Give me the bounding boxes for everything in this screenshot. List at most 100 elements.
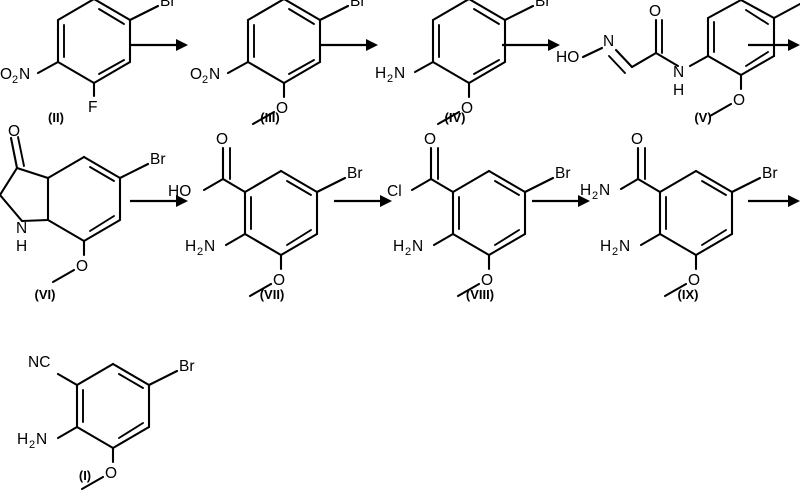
atom-label-carbonyl-oxygen: O [649, 3, 661, 20]
svg-text:H: H [600, 238, 611, 255]
svg-text:N: N [412, 238, 423, 255]
structure-compound-VII: O HO H 2 N Br O [168, 131, 363, 298]
reaction-arrow-3 [502, 39, 560, 51]
bond-amide-double [636, 146, 646, 181]
atom-label-bromo: Br [535, 0, 551, 10]
bond-carbonyl-double [654, 18, 663, 55]
svg-text:2: 2 [202, 74, 208, 86]
bond-methoxy-methyl [80, 475, 105, 491]
svg-text:2: 2 [405, 246, 411, 258]
reaction-arrow-7 [532, 195, 590, 207]
atom-label-c3-oxygen: O [8, 123, 20, 140]
svg-text:2: 2 [592, 190, 598, 202]
bond-amide-nitrogen [619, 177, 640, 191]
compound-label-VI: (VI) [34, 287, 56, 302]
svg-text:N: N [204, 238, 215, 255]
bond-carbonyl-amide-nitrogen [654, 51, 680, 68]
structure-compound-IV: Br H 2 N O [375, 0, 551, 126]
bond-methoxy-methyl [456, 282, 481, 298]
svg-text:H: H [16, 238, 27, 255]
atom-label-oxime-nitrogen: N [603, 33, 614, 50]
atom-label-amino: H 2 N [17, 431, 47, 451]
atom-label-acyl-oxygen: O [424, 131, 436, 148]
atom-label-amide-nh2: H 2 N [580, 182, 610, 202]
bond-to-amide-carbon [636, 177, 662, 194]
bond-acyl-double [429, 146, 439, 181]
bond-to-nitrile [56, 372, 79, 387]
svg-text:2: 2 [197, 246, 203, 258]
atom-label-bromo: Br [160, 0, 176, 10]
compound-label-V: (V) [694, 110, 712, 125]
svg-text:N: N [209, 66, 220, 83]
bond-to-nitro [36, 60, 60, 75]
structure-compound-II: Br O 2 N F [0, 0, 176, 116]
structure-compound-VIII: O Cl H 2 N Br O [387, 131, 571, 298]
atom-label-ring-nh: N H [16, 220, 27, 255]
benzene-ring [451, 169, 527, 257]
atom-label-methoxy-oxygen: O [105, 465, 117, 482]
benzene-ring [431, 0, 507, 85]
bond-amide-nitrogen-ring [688, 54, 710, 68]
svg-text:N: N [394, 65, 405, 82]
atom-label-hydroxy: HO [168, 183, 191, 200]
reaction-arrow-6 [334, 195, 392, 207]
structure-compound-I: NC H 2 N Br O [17, 345, 195, 491]
structure-compound-IX: O H 2 N H 2 N Br O [580, 131, 778, 298]
bond-methoxy-methyl [708, 102, 733, 118]
bond-to-bromo [315, 176, 347, 194]
bond-to-amino [432, 232, 455, 247]
compound-label-VIII: (VIII) [465, 287, 495, 302]
svg-text:2: 2 [29, 439, 35, 451]
atom-label-methoxy-oxygen: O [481, 272, 493, 289]
svg-text:H: H [580, 182, 591, 199]
svg-text:N: N [36, 431, 47, 448]
bond-to-carboxyl-carbon [221, 177, 247, 194]
atom-label-bromo: Br [350, 0, 366, 10]
compound-label-VII: (VII) [259, 287, 285, 302]
atom-label-bromo: Br [347, 165, 363, 182]
bond-c3-carbonyl-double [9, 136, 25, 170]
atom-label-chloro: Cl [387, 183, 402, 200]
svg-text:O: O [190, 66, 202, 83]
atom-label-amino: H 2 N [375, 65, 405, 85]
compound-label-III: (III) [260, 110, 280, 125]
bond-to-amino [56, 425, 79, 440]
atom-label-nitrile: NC [28, 354, 50, 371]
reaction-arrow-2 [320, 39, 378, 51]
atom-label-bromo: Br [150, 151, 166, 168]
atom-label-methoxy-oxygen: O [688, 272, 700, 289]
reaction-arrow-5 [130, 195, 188, 207]
svg-text:H: H [673, 82, 684, 99]
atom-label-bromo: Br [762, 165, 778, 182]
svg-text:2: 2 [12, 74, 18, 86]
bond-to-bromo [118, 162, 150, 180]
svg-text:N: N [19, 66, 30, 83]
atom-label-bromo: Br [179, 358, 195, 375]
bond-to-bromo [523, 176, 555, 194]
bond-to-bromo [503, 4, 535, 22]
atom-label-carboxyl-oxygen: O [216, 131, 228, 148]
benzene-ring [246, 0, 322, 85]
pyrrolidinedione-ring [0, 166, 50, 223]
compound-label-II: (II) [48, 110, 64, 125]
atom-label-methoxy-oxygen: O [276, 100, 288, 117]
bond-oxime-double [608, 48, 634, 74]
bond-to-bromo [730, 176, 762, 194]
bond-to-acyl-carbon [429, 177, 455, 194]
structure-compound-VI: O O N H Br O [0, 123, 166, 284]
bond-methoxy-methyl [251, 110, 276, 126]
bond-carboxyl-hydroxy [202, 177, 225, 192]
atom-label-amide-nh: N H [673, 64, 684, 99]
bond-acyl-chloride [410, 177, 433, 192]
bond-ch-carbonyl [630, 51, 658, 69]
atom-label-amino: H 2 N [185, 238, 215, 258]
bond-to-amino [413, 60, 435, 74]
compound-label-IV: (IV) [444, 110, 466, 125]
atom-label-amino: H 2 N [600, 238, 630, 258]
bond-methoxy-methyl [436, 110, 461, 126]
atom-label-nitro: O 2 N [190, 66, 220, 86]
svg-text:H: H [17, 431, 28, 448]
structure-compound-III: Br O 2 N O [190, 0, 366, 126]
svg-text:N: N [673, 64, 684, 81]
